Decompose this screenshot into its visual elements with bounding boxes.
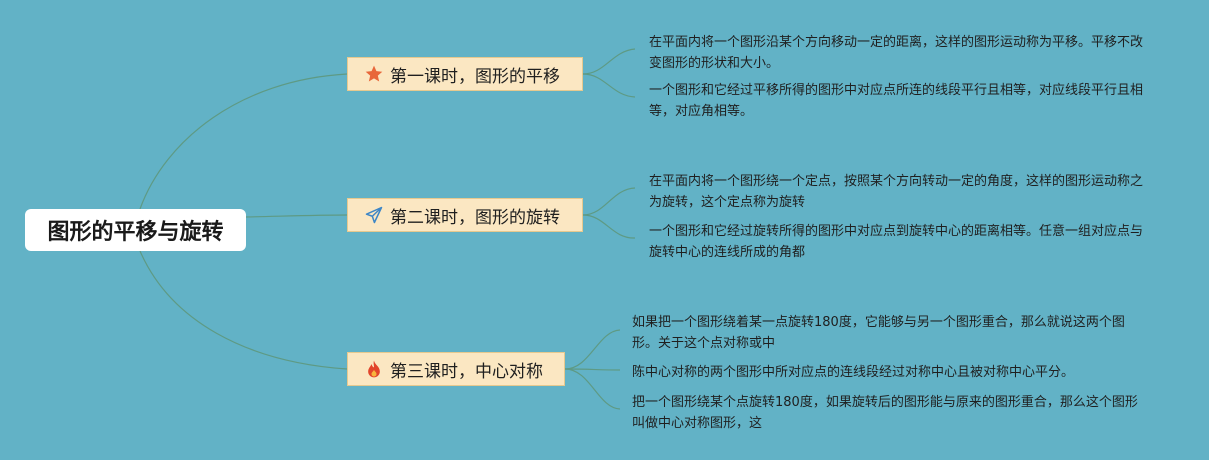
branch-node-translation[interactable]: 第一课时，图形的平移 (347, 57, 583, 91)
connector-branch-3-leaf-2 (564, 368, 621, 371)
connector-branch-3-leaf-3 (564, 368, 621, 410)
leaf-text: 如果把一个图形绕着某一点旋转180度，它能够与另一个图形重合，那么就说这两个图形… (632, 315, 1125, 351)
connector-branch-1-leaf-1 (582, 48, 636, 75)
leaf-text: 把一个图形绕某个点旋转180度，如果旋转后的图形能与原来的图形重合，那么这个图形… (632, 395, 1138, 431)
paper-plane-icon (364, 205, 384, 225)
branch-label: 第三课时，中心对称 (390, 361, 543, 382)
leaf-text: 在平面内将一个图形沿某个方向移动一定的距离，这样的图形运动称为平移。平移不改变图… (649, 35, 1144, 71)
root-title: 图形的平移与旋转 (47, 220, 224, 245)
connector-root-branch-2 (245, 214, 348, 218)
root-node[interactable]: 图形的平移与旋转 (25, 209, 246, 251)
connector-branch-2-leaf-2 (582, 214, 636, 239)
leaf-text: 一个图形和它经过平移所得的图形中对应点所连的线段平行且相等，对应线段平行且相等，… (649, 83, 1144, 119)
branch-node-rotation[interactable]: 第二课时，图形的旋转 (347, 198, 583, 232)
leaf-text: 陈中心对称的两个图形中所对应点的连线段经过对称中心且被对称中心平分。 (632, 365, 1075, 380)
connector-root-branch-3 (139, 250, 348, 370)
leaf-text: 一个图形和它经过旋转所得的图形中对应点到旋转中心的距离相等。任意一组对应点与旋转… (649, 224, 1144, 260)
branch-label: 第一课时，图形的平移 (390, 66, 560, 87)
connector-root-branch-1 (139, 73, 348, 210)
leaf-text: 在平面内将一个图形绕一个定点，按照某个方向转动一定的角度，这样的图形运动称之为旋… (649, 174, 1144, 210)
flame-icon (364, 359, 384, 379)
branch-node-central-symmetry[interactable]: 第三课时，中心对称 (347, 352, 565, 386)
connector-branch-3-leaf-1 (564, 329, 621, 370)
star-icon (364, 64, 384, 84)
connector-branch-2-leaf-1 (582, 187, 636, 216)
connector-branch-1-leaf-2 (582, 73, 636, 98)
branch-label: 第二课时，图形的旋转 (390, 207, 560, 228)
